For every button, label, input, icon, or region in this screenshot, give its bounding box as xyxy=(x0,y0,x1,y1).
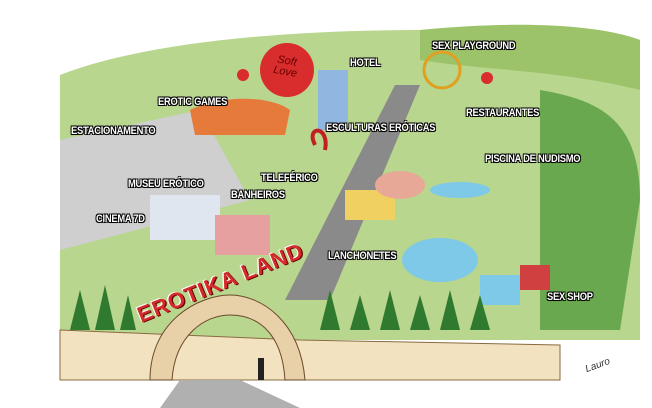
label-teleferico: TELEFÉRICO xyxy=(261,172,318,184)
hotel-building xyxy=(318,70,348,130)
label-museu-erotico: MUSEU ERÓTICO xyxy=(128,178,204,190)
erotic-games-dome xyxy=(190,98,290,135)
pool xyxy=(430,182,490,198)
museum-building xyxy=(150,195,220,240)
label-erotic-games: EROTIC GAMES xyxy=(158,96,228,108)
label-esculturas-eroticas: ESCULTURAS ERÓTICAS xyxy=(326,122,436,134)
label-cinema-7d: CINEMA 7D xyxy=(96,213,145,225)
visitor-figure xyxy=(258,358,264,380)
small-balloon xyxy=(237,69,249,81)
sex-shop-building xyxy=(520,265,550,290)
entrance-path xyxy=(160,380,300,408)
label-estacionamento: ESTACIONAMENTO xyxy=(71,125,156,137)
label-restaurantes: RESTAURANTES xyxy=(466,107,540,119)
forest-right xyxy=(540,90,640,330)
entrance-arch xyxy=(149,294,306,381)
pool-rect xyxy=(480,275,520,305)
small-balloon xyxy=(481,72,493,84)
park-wall xyxy=(59,329,561,381)
parking-lot xyxy=(60,110,250,250)
label-piscina-de-nudismo: PISCINA DE NUDISMO xyxy=(485,153,581,165)
pool-large xyxy=(402,238,478,282)
cinema-building xyxy=(215,215,270,255)
label-lanchonetes: LANCHONETES xyxy=(328,250,397,262)
ferris-wheel xyxy=(422,50,462,90)
label-sex-playground: SEX PLAYGROUND xyxy=(432,40,516,52)
label-sex-shop: SEX SHOP xyxy=(547,291,593,303)
label-hotel: HOTEL xyxy=(350,57,381,69)
label-banheiros: BANHEIROS xyxy=(231,189,285,201)
tree-line xyxy=(70,285,490,330)
soft-love-balloon xyxy=(260,43,314,97)
dome-building xyxy=(375,171,425,199)
cable-car-arc xyxy=(310,128,328,151)
distant-hills xyxy=(420,24,640,90)
